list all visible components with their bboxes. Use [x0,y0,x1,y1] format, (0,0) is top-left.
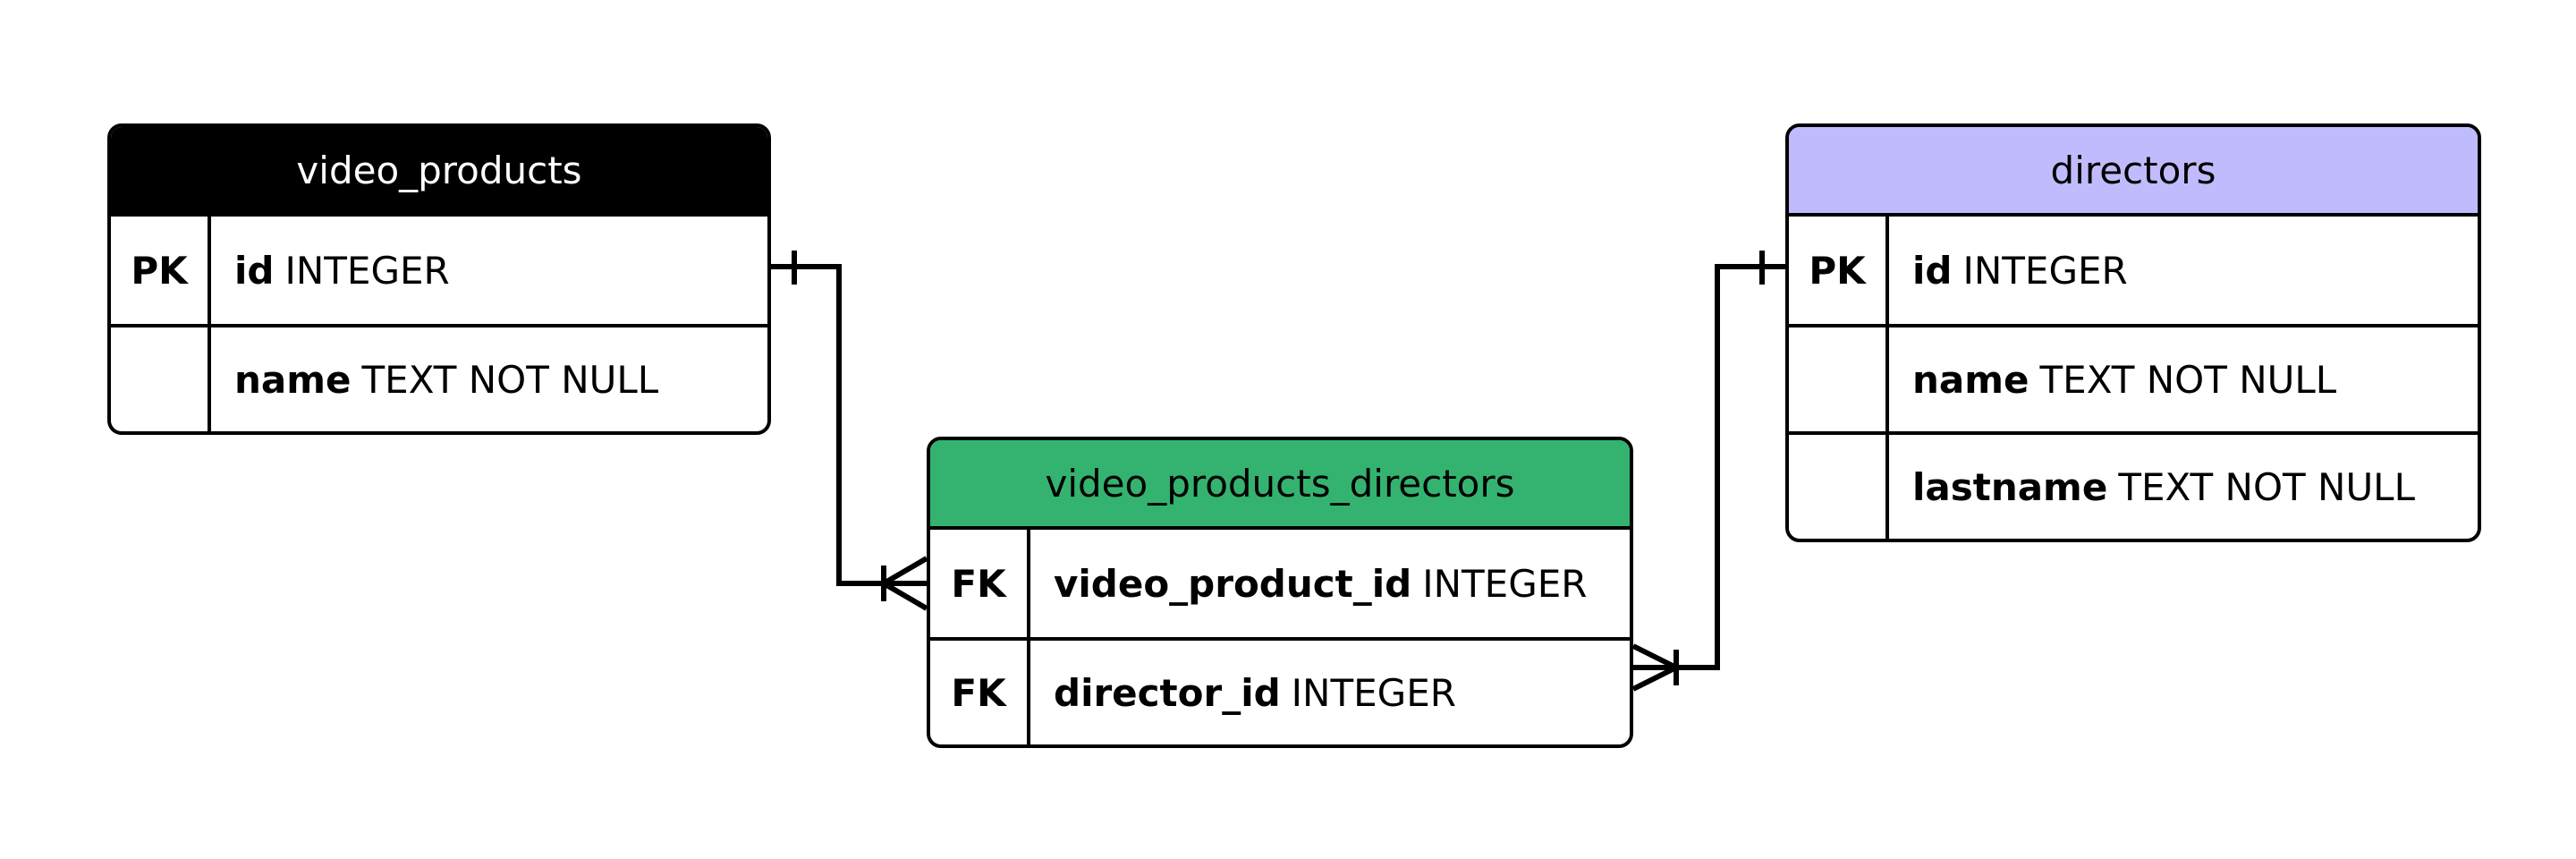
column-type: INTEGER [1422,561,1588,606]
key-label: FK [930,641,1030,744]
column-cell: video_product_id INTEGER [1030,530,1587,637]
column-cell: id INTEGER [1889,217,2128,324]
connector-line [771,264,927,586]
column-type: INTEGER [284,248,450,293]
column-type: TEXT NOT NULL [2118,464,2415,509]
table-row: PK id INTEGER [1789,217,2478,324]
column-type: INTEGER [1962,248,2128,293]
column-cell: id INTEGER [211,217,450,324]
key-label [111,327,211,431]
relationship-video-products-to-junction [771,251,928,611]
column-cell: name TEXT NOT NULL [211,327,658,431]
key-label: FK [930,530,1030,637]
column-name: lastname [1912,464,2108,509]
column-name: name [1912,357,2029,402]
column-type: INTEGER [1291,670,1456,715]
table-header: directors [1789,127,2478,217]
table-header: video_products [111,127,767,217]
key-label [1789,327,1889,431]
key-label [1789,435,1889,539]
table-row: FK director_id INTEGER [930,637,1630,744]
table-directors: directors PK id INTEGER name TEXT NOT NU… [1785,123,2481,542]
relationship-directors-to-junction [1631,251,1785,692]
column-type: TEXT NOT NULL [361,357,659,402]
column-cell: lastname TEXT NOT NULL [1889,435,2415,539]
table-video-products: video_products PK id INTEGER name TEXT N… [107,123,771,435]
crowfoot-marker [882,556,928,586]
column-name: video_product_id [1054,561,1412,606]
key-label: PK [111,217,211,324]
column-name: id [234,248,275,293]
table-video-products-directors: video_products_directors FK video_produc… [927,437,1633,748]
column-type: TEXT NOT NULL [2039,357,2337,402]
table-row: name TEXT NOT NULL [111,324,767,431]
connector-line [1633,264,1785,670]
crowfoot-marker [1631,665,1678,692]
table-row: PK id INTEGER [111,217,767,324]
column-name: id [1912,248,1953,293]
key-label: PK [1789,217,1889,324]
column-cell: name TEXT NOT NULL [1889,327,2336,431]
table-header: video_products_directors [930,440,1630,530]
table-row: name TEXT NOT NULL [1789,324,2478,431]
crowfoot-marker [1631,643,1678,670]
crowfoot-marker [882,581,928,611]
column-name: director_id [1054,670,1281,715]
column-cell: director_id INTEGER [1030,641,1456,744]
column-name: name [234,357,352,402]
table-row: FK video_product_id INTEGER [930,530,1630,637]
table-row: lastname TEXT NOT NULL [1789,431,2478,539]
